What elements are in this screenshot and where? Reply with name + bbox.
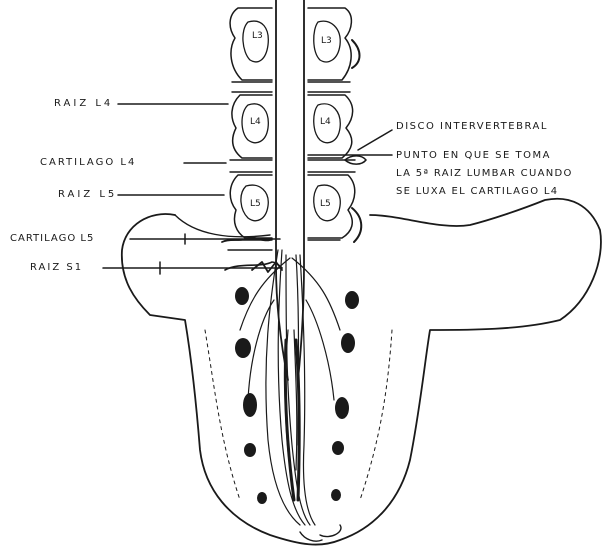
foramen-s4-right <box>332 441 344 455</box>
vertebra-l5-right <box>308 175 355 238</box>
leader-disco <box>358 130 392 150</box>
sacrum-outline <box>122 199 601 545</box>
label-raiz-l5: RAIZ L5 <box>58 189 117 200</box>
label-punto-line-1: PUNTO EN QUE SE TOMA <box>396 150 551 161</box>
vertebra-mark-l4-left: L4 <box>250 116 261 127</box>
label-punto-line-3: SE LUXA EL CARTILAGO L4 <box>396 186 558 197</box>
foramen-s1-right <box>345 291 359 309</box>
facet-l5-right <box>352 208 361 242</box>
label-cartilago-l4: CARTILAGO L4 <box>40 157 136 168</box>
foramen-s5-left <box>257 492 267 504</box>
sacrum-inner-right <box>360 330 392 500</box>
label-raiz-s1: RAIZ S1 <box>30 262 83 273</box>
label-cartilago-l5: CARTILAGO L5 <box>10 233 94 244</box>
vertebra-mark-l5-left: L5 <box>250 198 261 209</box>
leader-lines <box>103 104 392 274</box>
vertebra-mark-l4-right: L4 <box>320 116 331 127</box>
disc-l5-s1 <box>228 240 340 250</box>
foramen-s4-left <box>244 443 256 457</box>
label-disco-intervertebral: DISCO INTERVERTEBRAL <box>396 121 548 132</box>
facet-l3-right <box>352 40 360 68</box>
coccyx-tip <box>300 525 341 541</box>
foramen-s3-right <box>335 397 349 419</box>
foramen-s1-left <box>235 287 249 305</box>
sacrum-left-wing <box>175 215 270 237</box>
label-raiz-l4: RAIZ L4 <box>54 98 113 109</box>
disc-l4-l5 <box>230 160 355 172</box>
vertebra-mark-l5-right: L5 <box>320 198 331 209</box>
sacrum-inner-left <box>205 330 240 500</box>
foramen-s2-right <box>341 333 355 353</box>
vertebra-mark-l3-left: L3 <box>252 30 263 41</box>
label-punto-line-2: LA 5ª RAIZ LUMBAR CUANDO <box>396 168 573 179</box>
disc-l3-l4 <box>232 82 350 92</box>
sacral-foramina <box>235 287 359 504</box>
foramen-s3-left <box>243 393 257 417</box>
vertebra-mark-l3-right: L3 <box>321 35 332 46</box>
foramen-s5-right <box>331 489 341 501</box>
vertebra-l3-left <box>230 8 272 80</box>
foramen-s2-left <box>235 338 251 358</box>
cauda-equina <box>240 250 340 525</box>
